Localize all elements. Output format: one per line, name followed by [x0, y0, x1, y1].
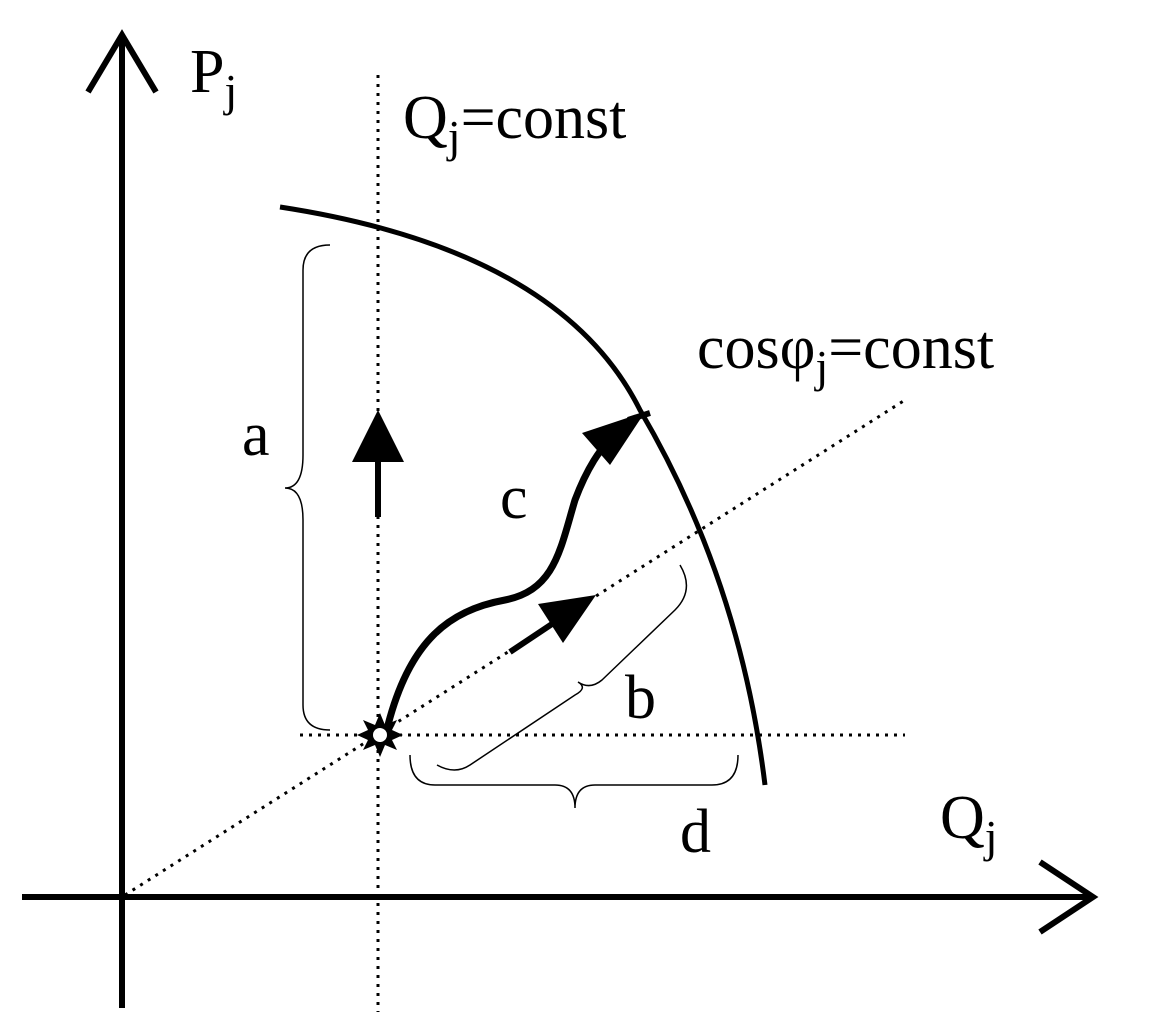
brace-a: [284, 244, 331, 731]
x-axis-arrowhead: [1038, 859, 1099, 935]
path-b-arrow-shaft: [508, 619, 557, 655]
path-b-label: b: [625, 664, 656, 732]
path-b-arrowhead: [538, 595, 596, 643]
path-c-label: c: [500, 464, 528, 532]
brace-b: [436, 564, 688, 771]
cos-phi-const-label: cosφj=const: [697, 314, 994, 392]
path-a-label: a: [242, 401, 270, 469]
path-c-end-tick: [627, 410, 651, 423]
y-axis-arrowhead: [85, 29, 159, 94]
path-d-label: d: [680, 798, 711, 866]
operating-point-marker: [357, 713, 403, 757]
brace-d: [409, 754, 739, 809]
capability-limit-arc: [279, 204, 768, 786]
q-const-label: Qj=const: [403, 84, 626, 162]
path-c-curve: [384, 428, 619, 729]
y-axis-label: Pj: [190, 38, 237, 116]
path-a-arrowhead: [352, 410, 404, 462]
path-c-arrowhead: [582, 412, 645, 465]
x-axis-label: Qj: [940, 784, 998, 862]
